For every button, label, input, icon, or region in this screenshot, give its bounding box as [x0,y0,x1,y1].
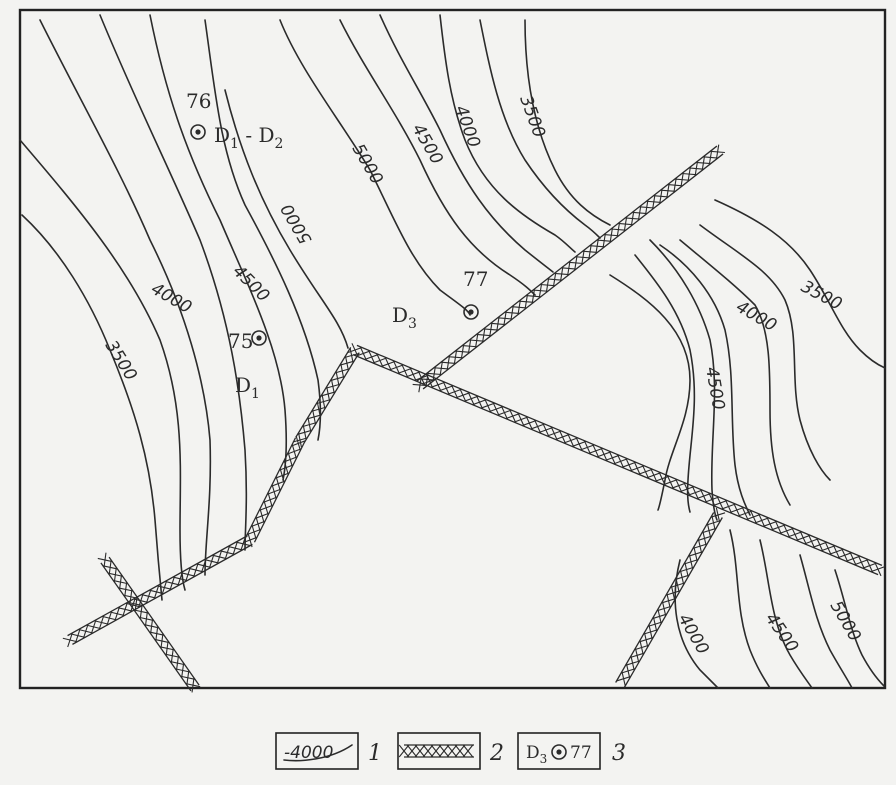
contour-line [379,14,554,273]
contour-label-4500-east: 4500 [701,365,728,411]
contour-5000-south [834,569,885,687]
fault-west-mid [242,436,306,548]
fault-northeast [412,144,725,393]
contour-4000-south [674,559,719,689]
legend-number: 1 [368,741,382,766]
contour-line [659,244,751,516]
legend-box [517,732,601,770]
contour-label-4000-east: 4000 [733,297,780,336]
legend-well-stratum: D3 [526,743,547,766]
well-number: 76 [186,89,211,113]
contour-3500-center [524,19,611,226]
contour-5000-west [224,89,349,349]
contour-label-5000-center: 5000 [348,141,387,188]
contour-4000-center [439,14,576,253]
well-symbol-icon [463,304,479,320]
well-number: 75 [228,329,253,353]
well-stratum: D1 [235,373,260,402]
contour-4000-east [679,239,791,506]
well-dot-icon [195,129,201,135]
legend-item-fault: 2 [397,732,504,770]
legend-number: 2 [489,741,504,766]
contour-3500-west [21,214,163,601]
contour-4500-center [339,19,536,296]
faults [62,144,886,693]
well-75: 75 D1 [228,329,267,402]
contour-4500-west [149,14,288,481]
contour-line [729,529,771,689]
contour-label-4500-center: 4500 [408,121,447,168]
legend-well-dot-icon [556,749,562,755]
contour-3500-east [714,199,886,369]
contour-label-5000-south: 5000 [826,598,865,645]
legend-number: 3 [612,741,626,766]
contour-line [99,14,248,551]
contour-label-5000-west: 5000 [277,200,316,247]
well-77: 77 D3 [392,267,488,332]
well-76: 76 D1 - D2 [186,89,283,152]
contour-5000-center [279,19,471,316]
well-dot-icon [256,335,262,341]
legend-well-number: 77 [570,743,592,763]
map-frame [18,8,887,690]
contour-line [609,274,691,511]
fault-west-upper [292,347,360,448]
well-number: 77 [463,267,488,291]
contour-line [19,139,186,591]
contour-label-3500-west: 3500 [101,337,141,384]
legend-box [275,732,359,770]
legend-item-contour: -4000 1 [275,732,382,770]
contour-label-4000-center: 4000 [450,103,484,150]
contour-label-4500-west: 4500 [228,261,273,306]
legend-well-symbol-icon [551,744,567,760]
legend-fault-sample [398,744,474,758]
fault-west-lower [62,535,253,648]
well-stratum: D3 [392,303,417,332]
contour-label-3500-center: 3500 [515,93,549,140]
contour-label-4500-south: 4500 [761,609,802,656]
legend-item-well: D3 77 3 [517,732,626,770]
well-symbol-icon [190,124,206,140]
well-stratum: D1 - D2 [214,123,283,152]
fault-southwest [97,552,201,693]
contour-label-3500-east: 3500 [798,277,846,315]
legend: -4000 1 2 D3 77 3 [275,732,626,770]
contour-4000-west [39,19,212,576]
well-symbol-icon [251,330,267,346]
contour-line [204,19,322,441]
contour-label-4000-south: 4000 [674,611,713,658]
contour-line [479,19,601,239]
well-dot-icon [468,309,474,315]
contour-line [799,554,853,689]
legend-contour-sample-line [283,744,353,762]
legend-box [397,732,481,770]
contour-4500-south [759,539,813,689]
fault-central-east [347,343,886,577]
contour-line [634,254,696,513]
contour-line [699,224,831,481]
fault-south [615,507,726,688]
legend-fault-band [398,744,474,758]
